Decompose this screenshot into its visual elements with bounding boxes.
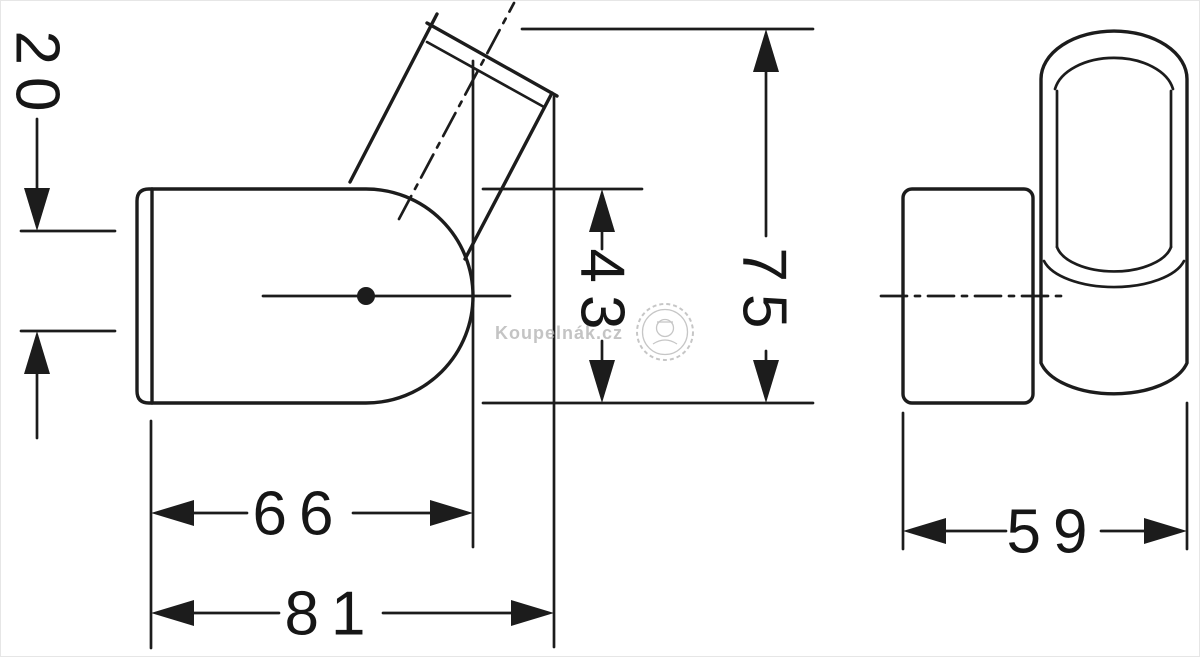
dimension-75: 75: [730, 29, 799, 403]
front-view: [879, 29, 1189, 405]
dim-20-label: 20: [3, 31, 72, 124]
dimension-43: 43: [568, 189, 637, 403]
dim-81-arrow-right: [511, 600, 554, 626]
holder-body-outline: [135, 187, 475, 405]
tube-right-edge: [463, 91, 554, 261]
dim-43-label: 43: [568, 249, 637, 342]
dim-66-arrow-left: [151, 500, 194, 526]
cup-rim-inner-arc: [1053, 56, 1175, 91]
stamp-figure-body: [652, 339, 678, 345]
watermark-text: Koupelnák.cz: [495, 323, 623, 343]
dim-59-arrow-right: [1144, 518, 1187, 544]
dim-75-label: 75: [730, 248, 799, 341]
pivot-dot: [357, 287, 375, 305]
dim-81-arrow-left: [151, 600, 194, 626]
dim-43-arrow-down: [589, 360, 615, 403]
dim-66-label: 66: [253, 480, 346, 549]
stamp-outer-circle: [636, 303, 694, 361]
dim-20-arrow-down: [24, 188, 50, 231]
watermark: Koupelnák.cz: [495, 303, 694, 361]
dim-20-arrow-up: [24, 331, 50, 374]
dim-81-label: 81: [285, 580, 378, 649]
dimension-66: 66: [151, 480, 473, 549]
tube-rim-line: [425, 40, 546, 109]
stamp-figure-head: [655, 318, 675, 338]
dim-59-label: 59: [1007, 498, 1100, 567]
stamp-inner-circle: [641, 308, 689, 356]
dimension-81: 81: [151, 580, 554, 649]
watermark-stamp: [636, 303, 694, 361]
cup-outline: [1039, 29, 1189, 396]
tube-top-edge: [425, 21, 559, 98]
side-view: [135, 1, 559, 405]
dim-43-arrow-up: [589, 189, 615, 232]
dim-75-arrow-down: [753, 360, 779, 403]
dim-75-arrow-up: [753, 29, 779, 72]
extension-lines: [149, 27, 815, 650]
dimension-20: 20: [3, 31, 117, 440]
cup-slot-arc: [1042, 259, 1186, 289]
dim-66-arrow-right: [430, 500, 473, 526]
tube-centerline: [397, 1, 516, 221]
cup-bore-bottom-arc: [1055, 245, 1173, 273]
dimension-59: 59: [901, 401, 1189, 567]
tube-left-edge: [348, 12, 439, 184]
dim-59-arrow-left: [903, 518, 946, 544]
